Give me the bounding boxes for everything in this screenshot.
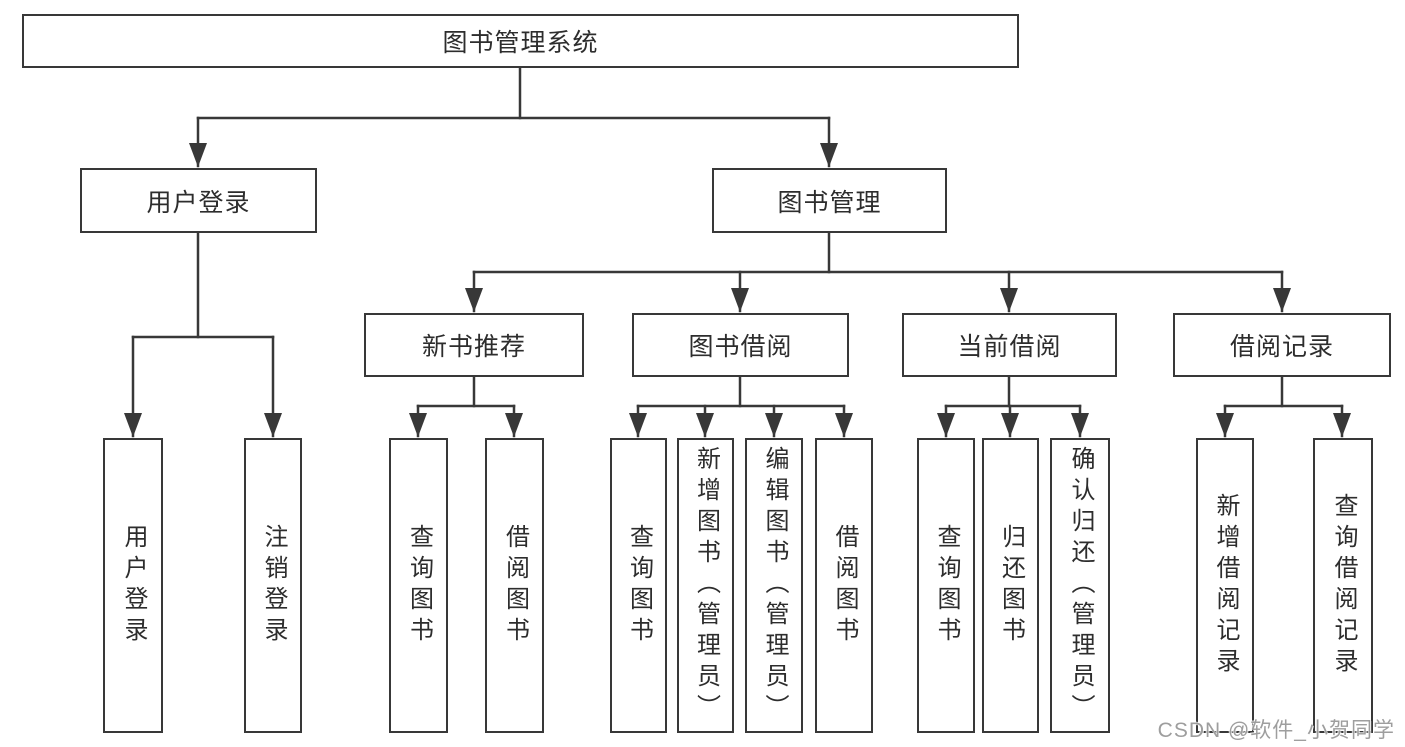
- leaf-current-confirm-return-admin-label: 确认归还（管理员）: [1067, 446, 1094, 725]
- edges-book-borrow-to-leaves: [629, 375, 853, 438]
- edges-new-book-recommend-to-leaves: [409, 375, 523, 438]
- edges-borrow-records-to-leaves: [1216, 375, 1351, 438]
- node-book-borrow: 图书借阅: [632, 313, 849, 377]
- node-root-library-system: 图书管理系统: [22, 14, 1019, 68]
- leaf-borrow-query-book-label: 查询图书: [625, 523, 653, 648]
- node-borrow-records-label: 借阅记录: [1229, 333, 1334, 361]
- leaf-borrow-add-book-admin: 新增图书（管理员）: [677, 438, 734, 733]
- node-root-label: 图书管理系统: [442, 29, 599, 57]
- leaf-borrow-borrow-book-label: 借阅图书: [831, 523, 858, 648]
- edges-current-borrow-to-leaves: [937, 375, 1089, 438]
- leaf-borrow-edit-book-admin: 编辑图书（管理员）: [745, 438, 803, 733]
- leaf-current-query-book: 查询图书: [917, 438, 975, 733]
- leaf-records-add-record: 新增借阅记录: [1196, 438, 1254, 733]
- node-user-login-label: 用户登录: [146, 188, 251, 217]
- leaf-logout-label: 注销登录: [260, 523, 287, 648]
- leaf-current-confirm-return-admin: 确认归还（管理员）: [1050, 438, 1110, 733]
- leaf-current-return-book-label: 归还图书: [997, 523, 1025, 648]
- edges-book-management-to-level2: [465, 231, 1291, 313]
- leaf-recommend-borrow-book: 借阅图书: [485, 438, 544, 733]
- leaf-logout: 注销登录: [244, 438, 302, 733]
- node-book-management-label: 图书管理: [777, 188, 882, 217]
- leaf-borrow-query-book: 查询图书: [610, 438, 667, 733]
- leaf-borrow-edit-book-admin-label: 编辑图书（管理员）: [761, 446, 788, 725]
- node-book-management: 图书管理: [712, 168, 947, 233]
- leaf-borrow-add-book-admin-label: 新增图书（管理员）: [692, 446, 720, 725]
- csdn-watermark: CSDN @软件_小贺同学: [1157, 719, 1395, 742]
- node-current-borrow-label: 当前借阅: [957, 333, 1062, 361]
- leaf-recommend-query-book: 查询图书: [389, 438, 448, 733]
- edges-user-login-to-leaves: [124, 231, 282, 438]
- leaf-records-query-record-label: 查询借阅记录: [1330, 492, 1357, 679]
- node-book-borrow-label: 图书借阅: [688, 333, 793, 361]
- leaf-user-login: 用户登录: [103, 438, 163, 733]
- node-new-book-recommend: 新书推荐: [364, 313, 584, 377]
- node-borrow-records: 借阅记录: [1173, 313, 1391, 377]
- leaf-records-add-record-label: 新增借阅记录: [1212, 492, 1239, 679]
- leaf-recommend-query-book-label: 查询图书: [405, 523, 433, 648]
- node-user-login: 用户登录: [80, 168, 317, 233]
- leaf-current-query-book-label: 查询图书: [933, 523, 960, 648]
- node-new-book-recommend-label: 新书推荐: [421, 333, 526, 361]
- leaf-borrow-borrow-book: 借阅图书: [815, 438, 873, 733]
- leaf-records-query-record: 查询借阅记录: [1313, 438, 1373, 733]
- leaf-current-return-book: 归还图书: [982, 438, 1039, 733]
- leaf-user-login-label: 用户登录: [120, 523, 147, 648]
- node-current-borrow: 当前借阅: [902, 313, 1117, 377]
- edges-root-to-level1: [189, 66, 838, 168]
- leaf-recommend-borrow-book-label: 借阅图书: [501, 523, 529, 648]
